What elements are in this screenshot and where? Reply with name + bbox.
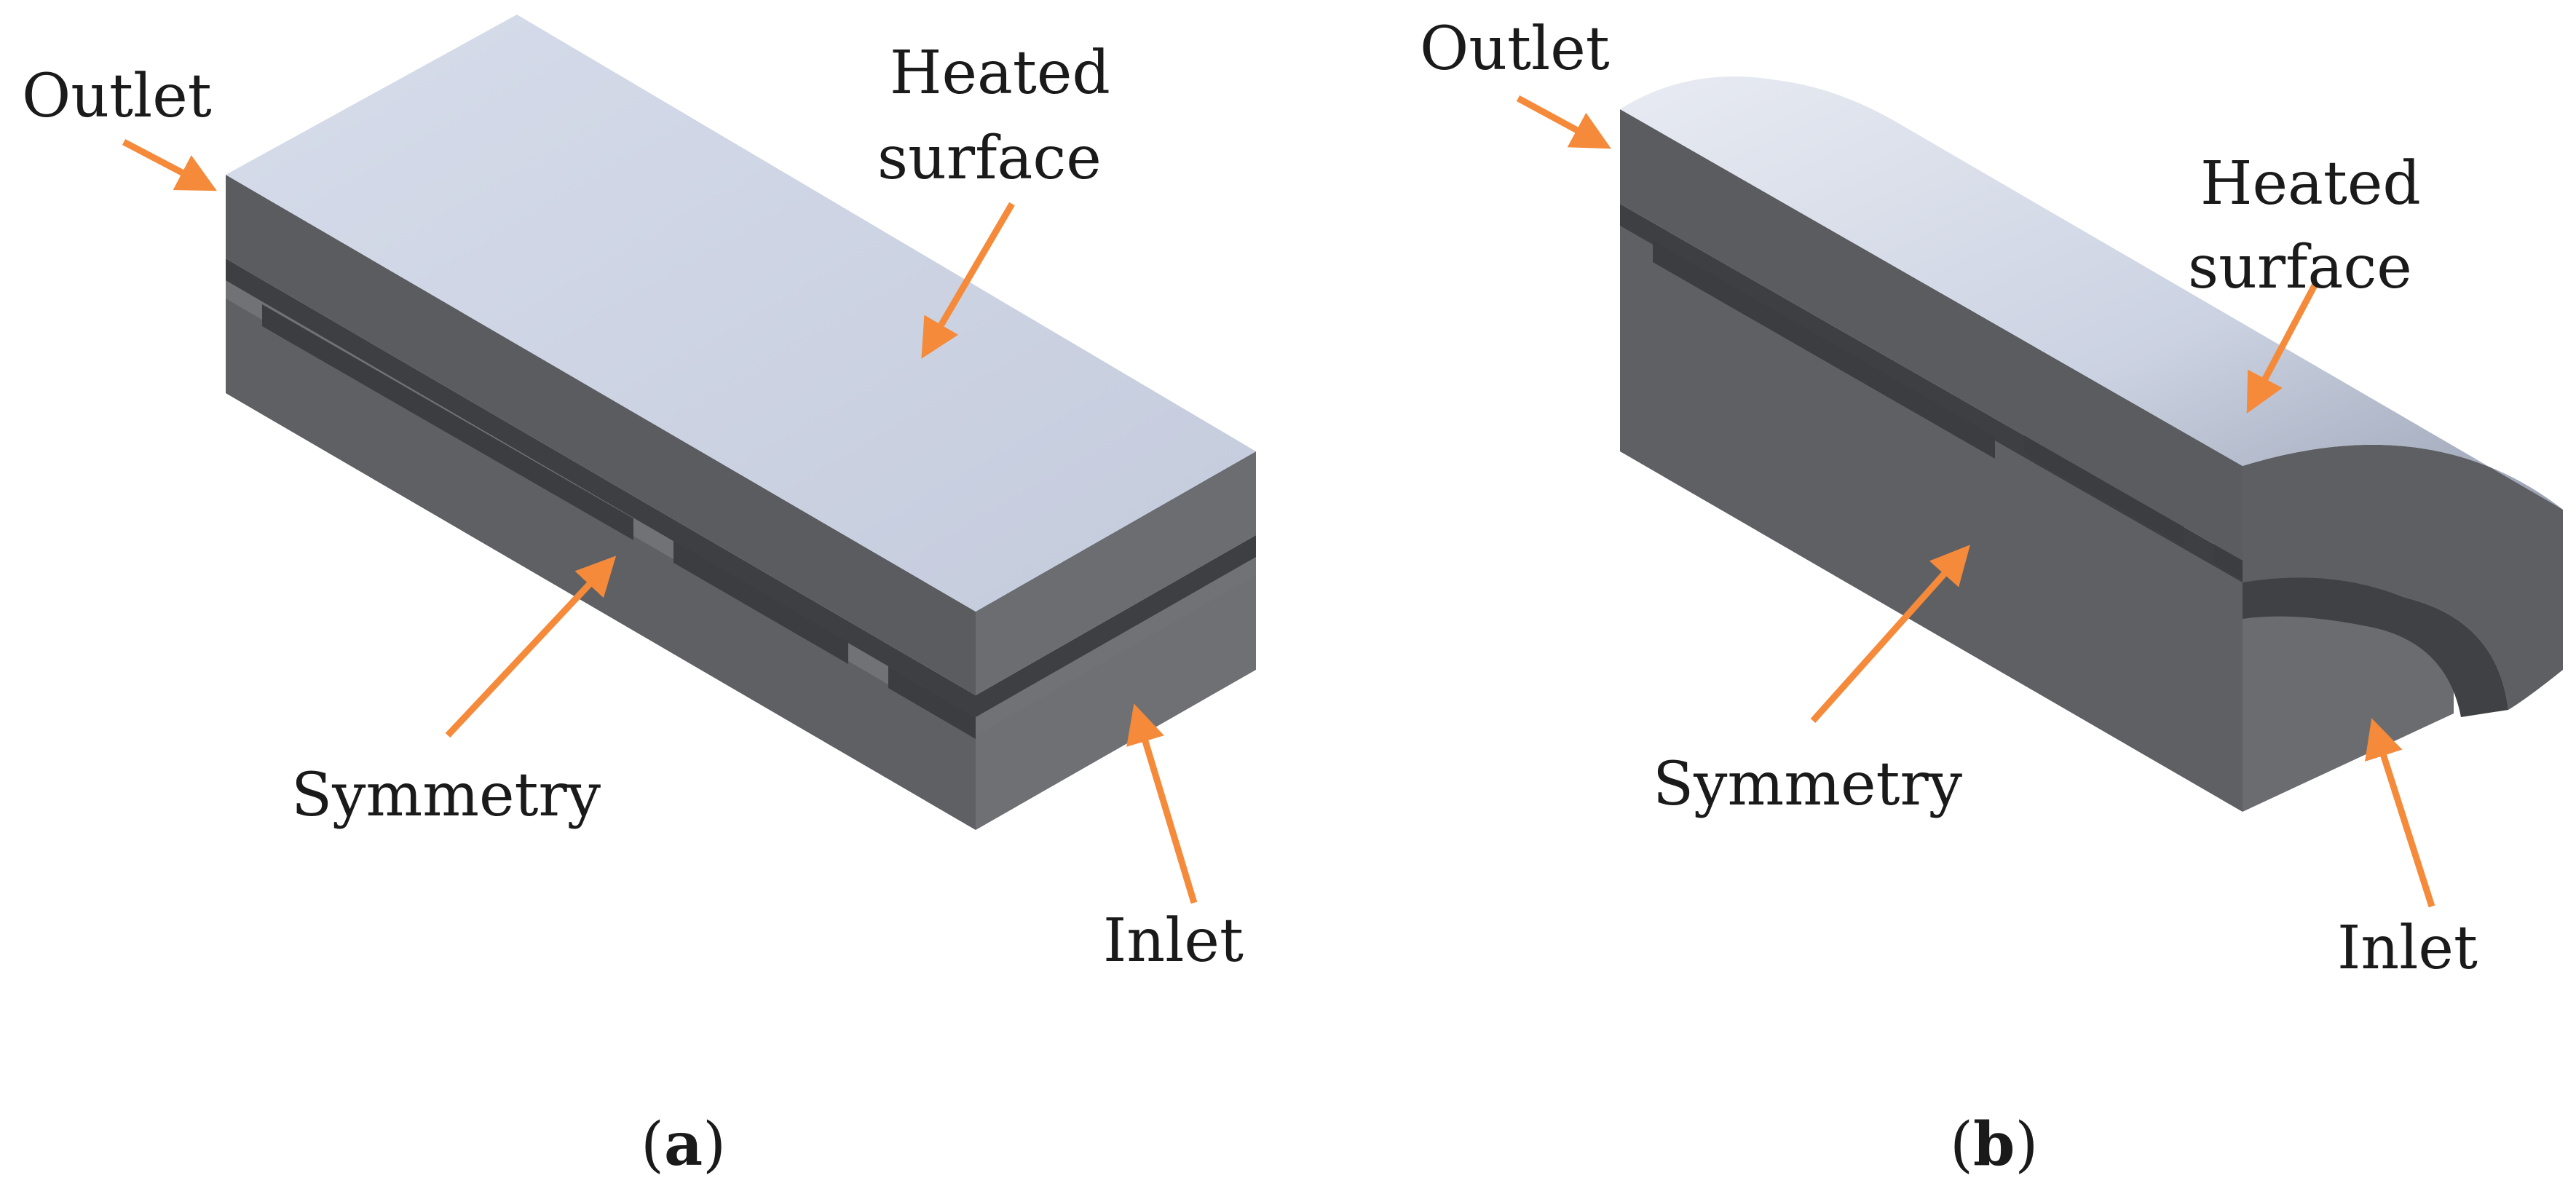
upper-block-front-a	[226, 175, 976, 695]
symmetry-label-b: Symmetry	[1653, 750, 1963, 819]
inlet-arrow-b	[2364, 718, 2435, 908]
heated-label-line2-a: surface	[877, 124, 1102, 193]
symmetry-label-a: Symmetry	[291, 761, 601, 830]
groove-b	[2243, 577, 2508, 717]
inlet-arrow-a	[1126, 703, 1198, 904]
panel-a: Outlet Heated surface Symmetry Inlet (a)	[22, 15, 1256, 1179]
heated-arrow-a	[921, 202, 1015, 359]
heated-arrow-b	[2246, 282, 2318, 414]
heated-surface-a	[226, 15, 1256, 612]
lower-block-front-b	[1620, 218, 2243, 812]
slot-2-a	[673, 541, 848, 664]
upper-block-front-b	[1620, 109, 2243, 561]
heated-label-line2-b: surface	[2188, 233, 2412, 302]
panel-b: Outlet Heated surface Symmetry Inlet (b)	[1420, 15, 2563, 1179]
outlet-arrow-a	[122, 139, 217, 191]
lower-block-front-a	[226, 277, 976, 830]
heated-label-line1-a: Heated	[890, 39, 1110, 108]
symmetry-arrow-b	[1810, 545, 1970, 723]
inlet-label-a: Inlet	[1103, 906, 1244, 976]
upper-block-right-a	[976, 451, 1256, 695]
caption-a: (a)	[641, 1110, 726, 1179]
caption-b: (b)	[1950, 1110, 2038, 1179]
symmetry-arrow-a	[445, 556, 617, 738]
lower-block-right-a	[976, 553, 1256, 830]
upper-block-end-b	[2243, 444, 2563, 710]
slot-3-a	[888, 666, 976, 739]
channel-model-a	[226, 15, 1256, 830]
inlet-label-b: Inlet	[2337, 914, 2478, 983]
slot-1-b	[1653, 240, 1995, 459]
heated-surface-b	[1620, 76, 2563, 510]
slot-1-a	[262, 304, 633, 540]
slot-2-b	[2024, 432, 2184, 546]
outlet-label-b: Outlet	[1420, 15, 1610, 84]
slot-3-b	[2213, 541, 2243, 580]
outlet-label-a: Outlet	[22, 62, 212, 131]
heated-label-line1-b: Heated	[2200, 149, 2421, 218]
channel-model-b	[1620, 76, 2563, 812]
outlet-arrow-b	[1516, 95, 1611, 149]
